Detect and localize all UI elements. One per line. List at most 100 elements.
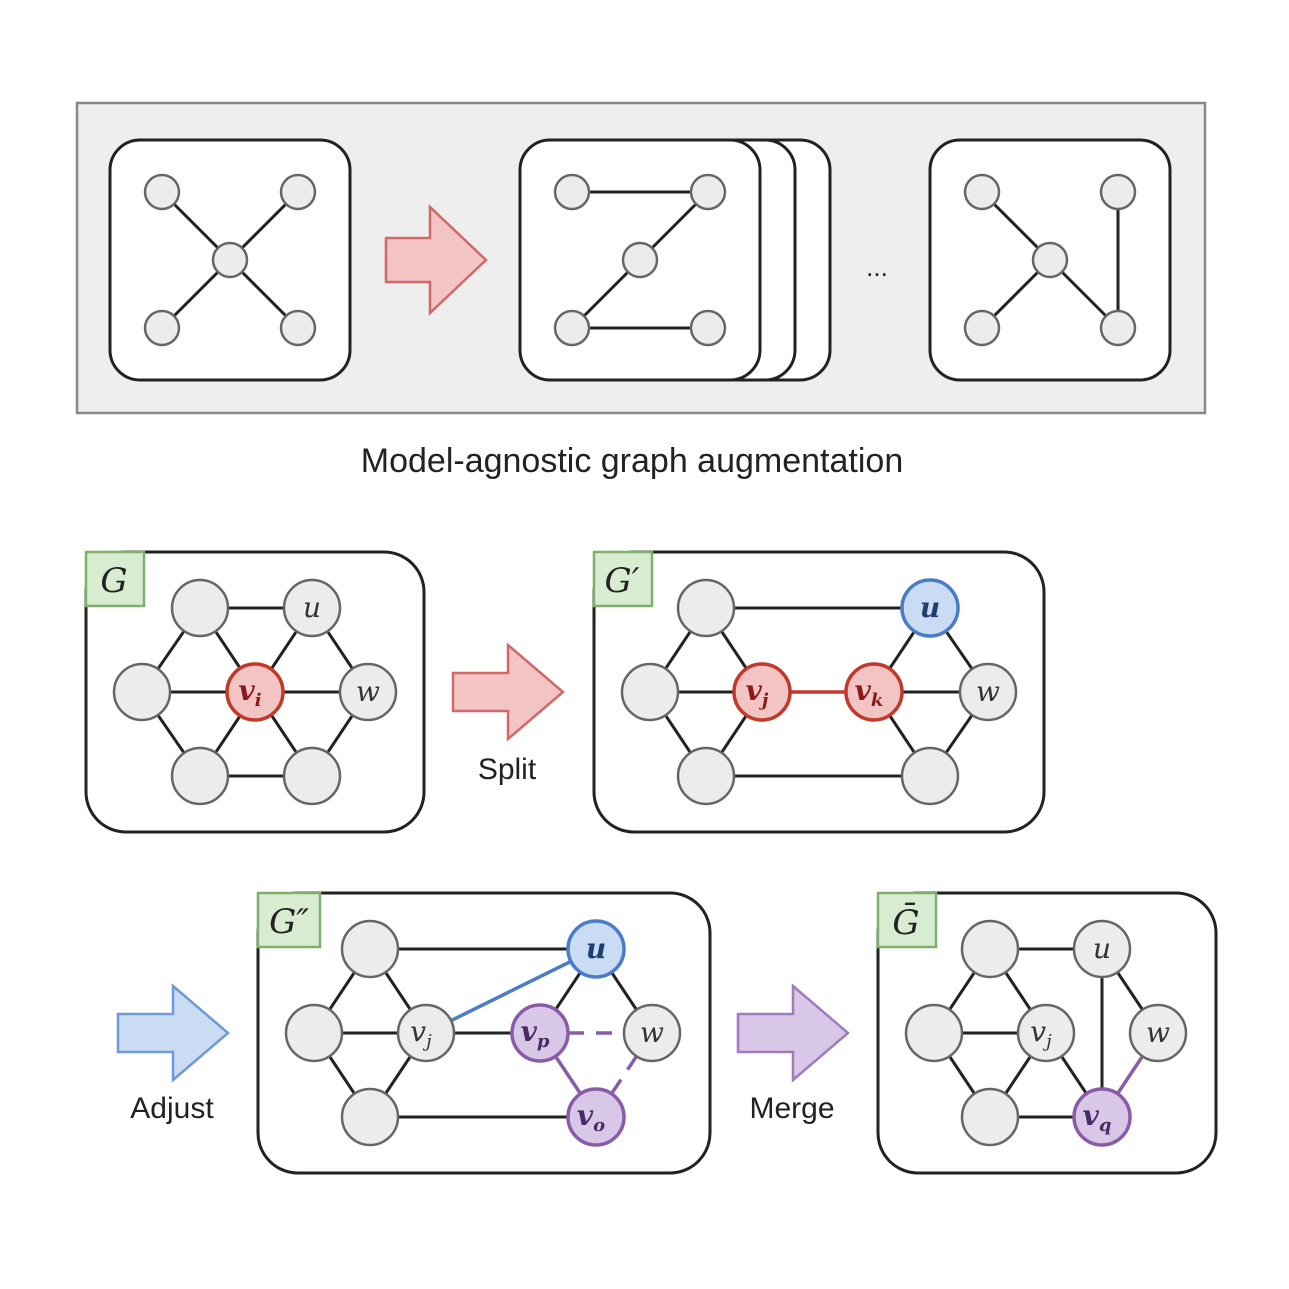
graph-node (112, 662, 172, 722)
svg-text:vq: vq (1083, 1099, 1112, 1136)
node-vj (732, 662, 792, 722)
label-vp-sub: p (537, 1031, 550, 1052)
graph-node (282, 746, 342, 806)
node-vq (1072, 1087, 1132, 1147)
graph-label-box (256, 891, 322, 949)
merge-label: Merge (749, 1092, 834, 1125)
label-vo-sub: o (593, 1115, 605, 1136)
label-vq: v (1083, 1099, 1100, 1132)
node-u (900, 578, 960, 638)
label-vi: v (238, 674, 255, 707)
label-vk-sub: k (871, 690, 883, 711)
graph-node (960, 919, 1020, 979)
label-w: w (1146, 1016, 1170, 1049)
graph-node (143, 173, 181, 211)
graph-node (620, 662, 680, 722)
label-u: u (1093, 932, 1111, 965)
svg-text:vk: vk (855, 674, 884, 711)
panel-g-double-prime: u w vj vp vo G″ (256, 891, 712, 1175)
graph-node (960, 1087, 1020, 1147)
graph-node (689, 173, 727, 211)
graph-label-g-bar: Ḡ (892, 902, 919, 943)
final-augmented-graph-card (928, 138, 1172, 382)
graph-node (170, 746, 230, 806)
panel-g-bar: u w vj vq Ḡ (876, 891, 1218, 1175)
node-u (282, 578, 342, 638)
adjust-arrow (116, 983, 230, 1083)
node-w (1128, 1003, 1188, 1063)
panel-g: u w vi G (84, 550, 426, 834)
node-w (338, 662, 398, 722)
label-vi-sub: i (255, 690, 262, 711)
svg-text:vj: vj (410, 1015, 432, 1052)
graph-node (279, 173, 317, 211)
graph-node (143, 309, 181, 347)
label-vo: v (577, 1099, 594, 1132)
graph-label-box (592, 550, 654, 608)
label-w: w (976, 675, 1000, 708)
svg-text:vo: vo (577, 1099, 605, 1136)
node-u (1072, 919, 1132, 979)
node-vi (225, 662, 285, 722)
top-panel-caption: Model-agnostic graph augmentation (361, 442, 903, 480)
node-w (958, 662, 1018, 722)
graph-node (553, 309, 591, 347)
graph-node (963, 173, 1001, 211)
input-graph-card (108, 138, 352, 382)
label-vj: v (1030, 1015, 1046, 1048)
label-w: w (640, 1016, 664, 1049)
node-vj (396, 1003, 456, 1063)
svg-text:vp: vp (521, 1015, 550, 1052)
graph-node (170, 578, 230, 638)
svg-text:vj: vj (1030, 1015, 1052, 1052)
label-vk: v (855, 674, 872, 707)
node-vo (566, 1087, 626, 1147)
graph-node (621, 241, 659, 279)
node-w (622, 1003, 682, 1063)
graph-node (1099, 309, 1137, 347)
label-vj: v (410, 1015, 426, 1048)
graph-node (1099, 173, 1137, 211)
adjust-label: Adjust (130, 1092, 214, 1125)
augmented-graph-stack (518, 138, 832, 382)
graph-label-g: G (100, 561, 127, 601)
label-vj-sub: j (759, 690, 769, 711)
graph-node (340, 919, 400, 979)
label-vj-sub: j (422, 1031, 432, 1052)
graph-node (963, 309, 1001, 347)
graph-node (904, 1003, 964, 1063)
graph-node (900, 746, 960, 806)
graph-node (340, 1087, 400, 1147)
label-vj-sub: j (1042, 1031, 1052, 1052)
graph-label-g-prime: G′ (605, 561, 640, 601)
label-w: w (356, 675, 380, 708)
graph-node (553, 173, 591, 211)
merge-arrow (736, 983, 850, 1083)
label-u: u (920, 591, 940, 624)
svg-text:vj: vj (746, 674, 769, 711)
svg-text:vi: vi (238, 674, 261, 711)
graph-node (689, 309, 727, 347)
node-vp (510, 1003, 570, 1063)
graph-label-g-double-prime: G″ (269, 902, 309, 942)
augment-arrow (384, 204, 488, 316)
ellipsis-text: ... (866, 252, 888, 282)
node-vk (844, 662, 904, 722)
split-label: Split (478, 753, 537, 786)
split-arrow (451, 642, 565, 742)
label-u: u (303, 591, 321, 624)
label-vq-sub: q (1099, 1115, 1112, 1136)
graph-node (676, 578, 736, 638)
graph-node (279, 309, 317, 347)
panel-g-prime: u w vj vk G′ (592, 550, 1046, 834)
graph-node (676, 746, 736, 806)
graph-label-box (876, 891, 938, 949)
graph-label-box (84, 550, 146, 608)
graph-node (1031, 241, 1069, 279)
label-vj: v (746, 674, 763, 707)
node-vj (1016, 1003, 1076, 1063)
graph-node (284, 1003, 344, 1063)
label-vp: v (521, 1015, 538, 1048)
graph-node (211, 241, 249, 279)
